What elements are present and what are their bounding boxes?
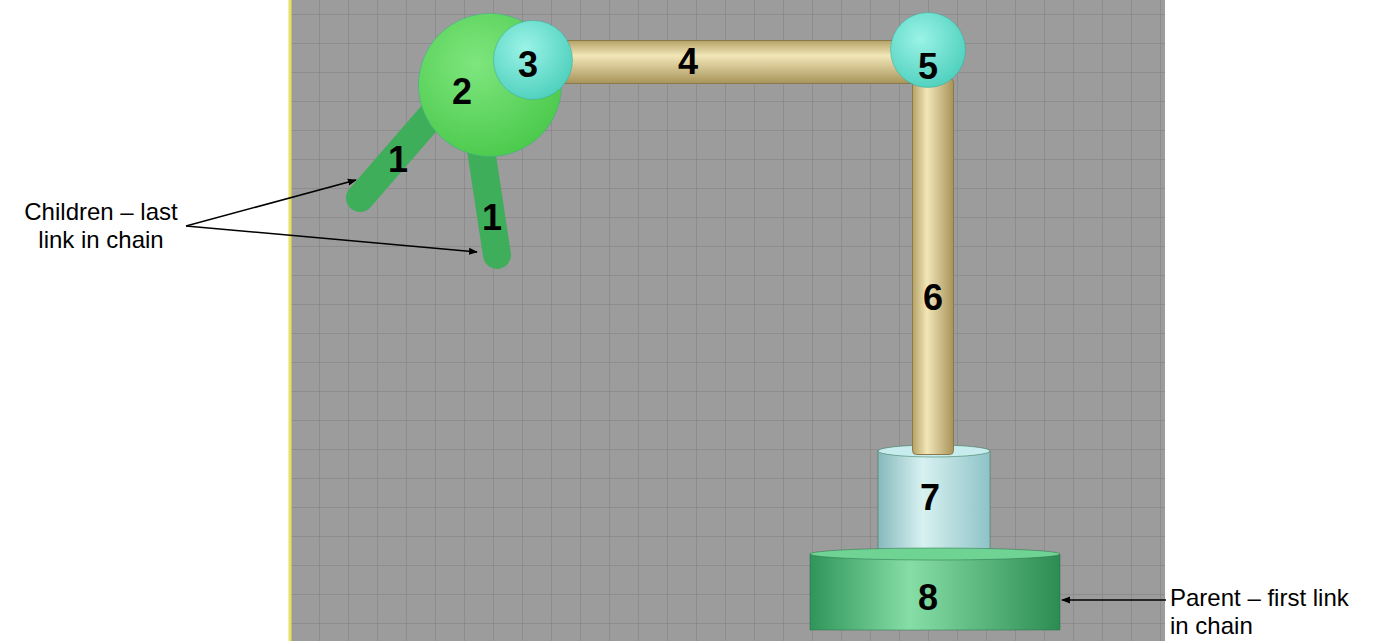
leader-line: [186, 180, 356, 226]
joint-shape: [494, 21, 573, 100]
callout-number: 4: [678, 44, 698, 80]
cylinder-body: [878, 451, 990, 555]
callout-number: 1: [482, 200, 502, 236]
callout-number: 6: [923, 280, 943, 316]
grid-ground: [290, 0, 1165, 641]
joint-circle: 3: [493, 20, 573, 100]
callout-number: 8: [918, 580, 938, 616]
leader-line: [186, 226, 477, 252]
arm-link-shape: [555, 40, 920, 84]
callout-label-box: Children – last link in chain: [5, 198, 197, 254]
arm-link-shape: [912, 78, 954, 455]
joint-shape: [419, 14, 562, 157]
callout-number: 7: [920, 480, 940, 516]
joint-shape: [891, 13, 966, 88]
grid-lines: [290, 0, 1165, 641]
cylinder-top: [878, 445, 990, 457]
arm-link: 6: [912, 78, 954, 455]
arm-link: 4: [555, 40, 920, 84]
callout-label: Parent – first link in chain: [1170, 584, 1349, 639]
link-shape: [556, 41, 920, 84]
callout-label: Children – last link in chain: [24, 198, 177, 253]
callout-number: 3: [518, 47, 538, 83]
finger-shape: [478, 130, 497, 255]
callout-number: 5: [918, 49, 938, 85]
leader-line: [1062, 599, 1166, 601]
finger-shape: [360, 115, 432, 198]
callout-number: 1: [388, 142, 408, 178]
joint-circle: 5: [890, 12, 966, 88]
cylinder-body: [810, 554, 1060, 630]
base-cylinder: 8: [810, 548, 1060, 630]
callout-number: 2: [452, 74, 472, 110]
cylinder-link: 7: [878, 445, 990, 555]
cylinder-top: [810, 548, 1060, 560]
link-shape: [913, 79, 954, 455]
axis-line: [289, 0, 292, 641]
callout-label-box: Parent – first link in chain: [1170, 584, 1365, 640]
